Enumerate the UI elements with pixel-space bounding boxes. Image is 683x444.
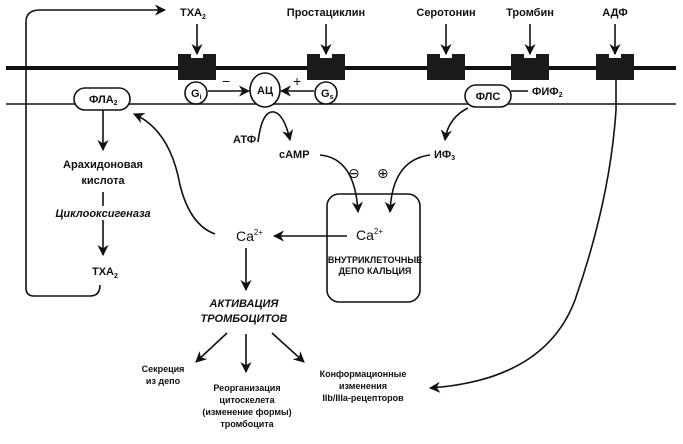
- reorganization-line4: тромбоцита: [220, 419, 274, 429]
- txa2-product-label: ТХА2: [92, 266, 118, 280]
- arrow-atp-camp: [257, 111, 294, 143]
- conformation-line1: Конформационные: [320, 369, 407, 379]
- store-label-line2: ДЕПО КАЛЬЦИЯ: [339, 266, 412, 276]
- calcium-store-box: [326, 193, 421, 303]
- arachidonic-acid-line2: кислота: [81, 175, 125, 187]
- secretion-line2: из депо: [146, 376, 181, 386]
- gi-protein: Gi: [184, 81, 208, 105]
- arrow-activation-secretion: [195, 332, 228, 363]
- svg-text:АЦ: АЦ: [257, 85, 273, 97]
- ip3-label: ИФ3: [434, 149, 455, 162]
- arrow-adp-conformation: [428, 80, 617, 393]
- receptor-adp: [596, 54, 634, 80]
- store-label-line1: ВНУТРИКЛЕТОЧНЫЕ: [328, 255, 422, 265]
- svg-text:ФЛА2: ФЛА2: [89, 94, 118, 107]
- ligand-txa2-label: ТХА2: [180, 7, 206, 21]
- ca-cytosol-label: Ca2+: [236, 228, 263, 244]
- svg-text:Gi: Gi: [191, 88, 202, 101]
- camp-label: сАМР: [279, 149, 310, 161]
- arrow-ca-pla2: [132, 112, 216, 235]
- ligand-adp-label: АДФ: [602, 7, 627, 19]
- adenylate-cyclase: АЦ: [249, 72, 281, 108]
- conformation-line3: IIb/IIIa-рецепторов: [322, 393, 404, 403]
- arrow-ip3-ca-store: [384, 154, 431, 214]
- reorganization-line2: цитоскелета: [219, 395, 275, 405]
- cox-label-bg: [48, 206, 160, 220]
- stimulation-sign: +: [293, 73, 301, 89]
- plc-enzyme: ФЛС: [464, 84, 512, 108]
- atp-label: АТФ: [233, 134, 256, 146]
- activation-title-line1: АКТИВАЦИЯ: [209, 298, 280, 310]
- gs-protein: Gs: [314, 81, 338, 105]
- secretion-line1: Секреция: [142, 364, 185, 374]
- arrow-activation-conformation: [271, 332, 305, 363]
- reorganization-line3: (изменение формы): [202, 407, 291, 417]
- cyclooxygenase-label: Циклооксигеназа: [55, 208, 150, 220]
- ligand-thrombin-label: Тромбин: [506, 7, 554, 19]
- arrow-plc-ip3: [440, 107, 469, 142]
- receptor-serotonin: [427, 54, 465, 80]
- inhibition-sign: −: [222, 73, 230, 89]
- ligand-prostacyclin-label: Простациклин: [287, 7, 365, 19]
- activation-title-line2: ТРОМБОЦИТОВ: [201, 313, 288, 325]
- activate-symbol: ⊕: [377, 165, 389, 181]
- pip2-label: ФИФ2: [532, 86, 563, 99]
- conformation-line2: изменения: [339, 381, 387, 391]
- arachidonic-acid-line1: Арахидоновая: [63, 159, 143, 171]
- inhibit-symbol: ⊖: [348, 165, 360, 181]
- receptor-thrombin: [511, 54, 549, 80]
- txa2-feedback-loop: [25, 4, 167, 297]
- receptor-txa2: [178, 54, 216, 80]
- pla2-enzyme: ФЛА2: [73, 87, 131, 111]
- reorganization-line1: Реорганизация: [213, 383, 280, 393]
- ca-store-label: Ca2+: [356, 227, 383, 243]
- ligand-serotonin-label: Серотонин: [416, 7, 475, 19]
- arrow-camp-ca-store: [319, 154, 364, 214]
- svg-text:Gs: Gs: [321, 88, 334, 101]
- receptor-prostacyclin: [307, 54, 345, 80]
- svg-text:ФЛС: ФЛС: [476, 91, 501, 103]
